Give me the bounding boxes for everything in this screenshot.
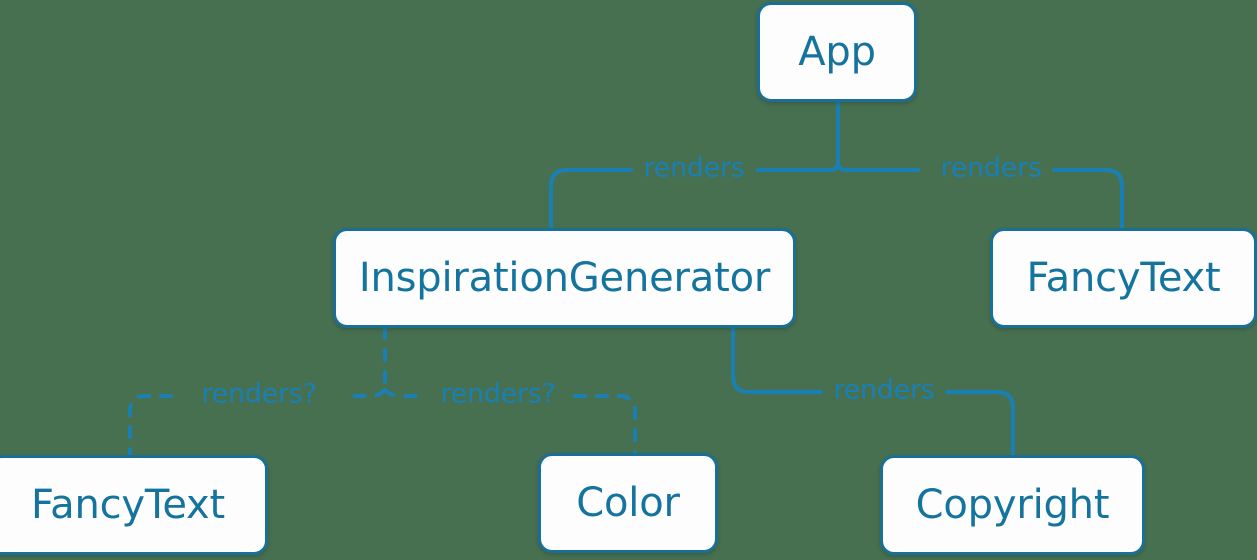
node-inspiration-generator-label: InspirationGenerator bbox=[358, 255, 771, 301]
edge-label-inspiration-to-fancytext-bottom: renders? bbox=[201, 378, 317, 410]
node-app[interactable]: App bbox=[757, 2, 917, 102]
node-color-label: Color bbox=[576, 480, 680, 526]
node-fancytext-bottom[interactable]: FancyText bbox=[0, 455, 268, 555]
node-app-label: App bbox=[798, 29, 876, 75]
node-color[interactable]: Color bbox=[538, 453, 718, 553]
edge-inspiration-to-color bbox=[573, 394, 637, 455]
node-inspiration-generator[interactable]: InspirationGenerator bbox=[333, 228, 796, 328]
edge-inspiration-to-fancytext-bottom bbox=[128, 394, 173, 457]
edge-inspiration-dashed-fork-left bbox=[345, 388, 387, 398]
edge-app-trunk bbox=[756, 100, 840, 172]
node-copyright-label: Copyright bbox=[915, 482, 1110, 528]
edge-inspiration-dashed-fork-right bbox=[383, 388, 425, 398]
edge-app-to-inspiration-generator bbox=[549, 168, 633, 230]
edge-label-app-to-inspiration-generator: renders bbox=[643, 152, 745, 184]
node-fancytext-bottom-label: FancyText bbox=[31, 482, 225, 528]
edge-label-app-to-fancytext-right: renders bbox=[940, 152, 1042, 184]
edge-app-to-fancytext-right bbox=[1052, 168, 1124, 230]
edge-inspiration-to-copyright bbox=[731, 326, 823, 394]
node-fancytext-right-label: FancyText bbox=[1026, 255, 1221, 301]
node-fancytext-right[interactable]: FancyText bbox=[990, 228, 1257, 328]
node-copyright[interactable]: Copyright bbox=[880, 455, 1145, 555]
edge-label-inspiration-to-color: renders? bbox=[440, 378, 556, 410]
edge-inspiration-to-copyright-tail bbox=[945, 390, 1015, 457]
edge-label-inspiration-to-copyright: renders bbox=[833, 374, 935, 406]
edge-app-trunk-right bbox=[836, 160, 920, 172]
